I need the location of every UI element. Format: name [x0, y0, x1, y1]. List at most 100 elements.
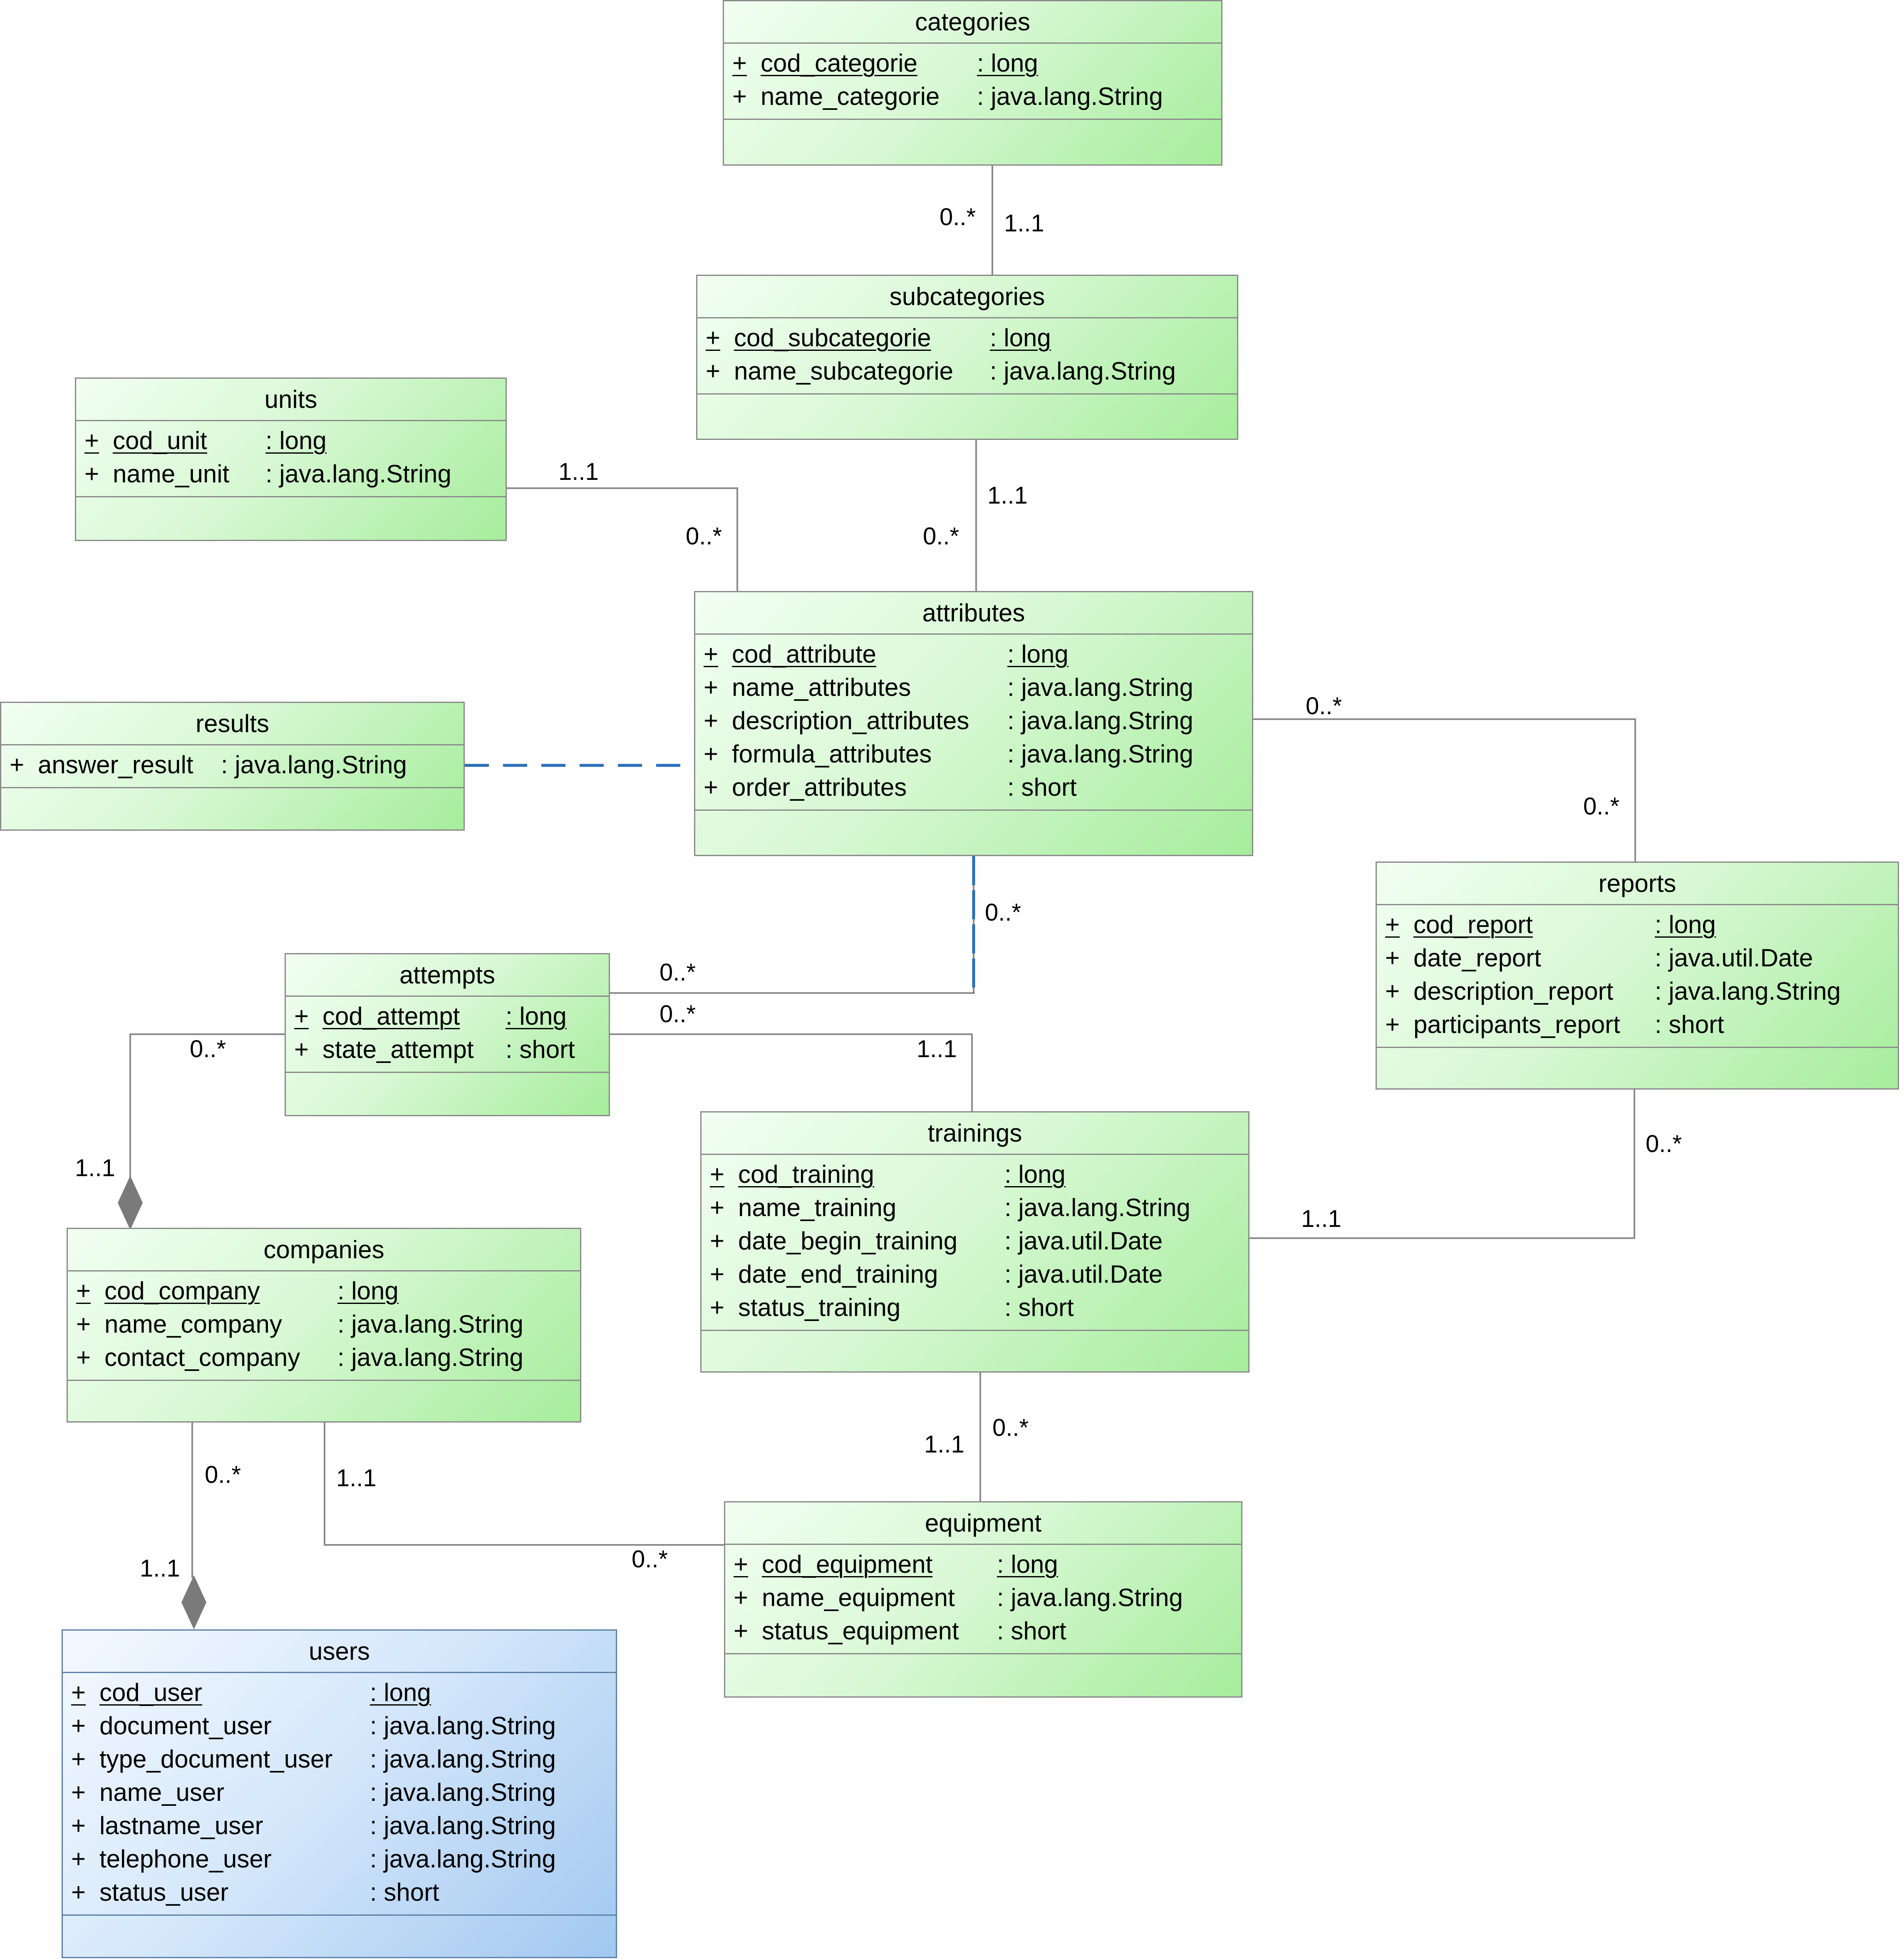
attribute-row: +description_report: java.lang.String [1385, 977, 1841, 1005]
class-companies[interactable]: companies +cod_company: long +name_compa… [67, 1228, 581, 1423]
attribute-row: +name_attributes: java.lang.String [704, 673, 1193, 701]
attribute-row: +name_categorie: java.lang.String [732, 82, 1163, 110]
attribute-row: +telephone_user: java.lang.String [71, 1845, 556, 1873]
class-title: attempts [286, 954, 609, 997]
attribute-list: +cod_equipment: long +name_equipment: ja… [725, 1545, 1241, 1654]
attribute-row: +cod_unit: long [84, 426, 327, 454]
multiplicity-label: 1..1 [336, 1465, 377, 1492]
attribute-row: +date_begin_training: java.util.Date [710, 1227, 1163, 1255]
attribute-row: +cod_training: long [710, 1160, 1066, 1188]
multiplicity-label: 0..* [659, 1001, 696, 1028]
attribute-row: +answer_result: java.lang.String [10, 750, 407, 779]
multiplicity-label: 1..1 [75, 1155, 115, 1182]
multiplicity-label: 0..* [1646, 1130, 1682, 1157]
attribute-row: +cod_user: long [71, 1678, 431, 1706]
line-reports-trainings [1250, 1090, 1635, 1239]
multiplicity-label: 1..1 [987, 482, 1028, 509]
attribute-row: +state_attempt: short [294, 1035, 575, 1063]
multiplicity-label: 0..* [1583, 793, 1620, 820]
class-title: results [1, 703, 464, 745]
attribute-row: +lastname_user: java.lang.String [71, 1811, 556, 1840]
multiplicity-label: 0..* [923, 523, 959, 550]
line-companies-users [191, 1423, 195, 1602]
composition-diamond-users [181, 1575, 206, 1629]
class-title: subcategories [697, 276, 1237, 318]
multiplicity-label: 0..* [992, 1414, 1029, 1441]
attribute-row: +name_user: java.lang.String [71, 1778, 556, 1806]
multiplicity-label: 1..1 [1004, 210, 1044, 237]
class-reports[interactable]: reports +cod_report: long +date_report: … [1376, 862, 1899, 1090]
class-users[interactable]: users +cod_user: long +document_user: ja… [62, 1629, 617, 1958]
class-title: companies [68, 1229, 580, 1271]
attribute-list: +cod_categorie: long +name_categorie: ja… [724, 44, 1221, 120]
line-attempts-companies [129, 1033, 285, 1186]
attribute-list: +cod_subcategorie: long +name_subcategor… [697, 318, 1237, 395]
line-attributes-reports [1253, 718, 1636, 862]
class-title: equipment [725, 1502, 1241, 1545]
multiplicity-label: 0..* [985, 899, 1021, 926]
line-units-attributes [507, 487, 738, 591]
attribute-row: +name_unit: java.lang.String [84, 459, 451, 488]
attribute-list: +cod_unit: long +name_unit: java.lang.St… [76, 421, 506, 497]
attribute-row: +status_training: short [710, 1293, 1074, 1321]
multiplicity-label: 1..1 [558, 458, 599, 485]
attribute-row: +name_subcategorie: java.lang.String [706, 357, 1176, 385]
attribute-row: +cod_equipment: long [734, 1550, 1058, 1578]
attribute-row: +cod_report: long [1385, 910, 1716, 939]
attribute-list: +cod_training: long +name_training: java… [702, 1155, 1248, 1331]
attribute-list: +cod_report: long +date_report: java.uti… [1377, 905, 1898, 1048]
multiplicity-label: 0..* [659, 959, 696, 986]
class-title: trainings [702, 1112, 1248, 1155]
attribute-row: +cod_categorie: long [732, 49, 1038, 77]
attribute-list: +answer_result: java.lang.String [1, 745, 464, 788]
multiplicity-label: 1..1 [140, 1555, 180, 1582]
attribute-row: +document_user: java.lang.String [71, 1711, 556, 1740]
attribute-list: +cod_attribute: long +name_attributes: j… [695, 635, 1252, 811]
attribute-row: +cod_attribute: long [704, 640, 1069, 668]
attribute-row: +date_end_training: java.util.Date [710, 1260, 1163, 1288]
class-title: reports [1377, 863, 1898, 905]
attribute-row: +name_company: java.lang.String [76, 1310, 523, 1338]
multiplicity-label: 1..1 [917, 1035, 957, 1063]
attribute-row: +name_equipment: java.lang.String [734, 1583, 1183, 1611]
composition-diamond-companies [118, 1176, 143, 1230]
class-title: attributes [695, 592, 1252, 635]
line-attempts-trainings [610, 1033, 973, 1111]
attribute-row: +contact_company: java.lang.String [76, 1343, 523, 1371]
class-results[interactable]: results +answer_result: java.lang.String [0, 702, 465, 831]
attribute-row: +type_document_user: java.lang.String [71, 1745, 556, 1773]
multiplicity-label: 0..* [190, 1035, 226, 1063]
attribute-list: +cod_attempt: long +state_attempt: short [286, 997, 609, 1073]
attribute-row: +description_attributes: java.lang.Strin… [704, 706, 1193, 735]
class-title: units [76, 379, 506, 421]
attribute-row: +cod_subcategorie: long [706, 323, 1051, 352]
attribute-row: +formula_attributes: java.lang.String [704, 740, 1193, 768]
class-subcategories[interactable]: subcategories +cod_subcategorie: long +n… [696, 275, 1238, 440]
multiplicity-label: 0..* [632, 1546, 668, 1573]
attribute-row: +status_equipment: short [734, 1616, 1066, 1645]
attribute-row: +cod_attempt: long [294, 1002, 567, 1030]
attribute-row: +status_user: short [71, 1878, 439, 1906]
multiplicity-label: 1..1 [924, 1431, 964, 1458]
class-attempts[interactable]: attempts +cod_attempt: long +state_attem… [285, 953, 610, 1116]
class-title: users [63, 1631, 616, 1673]
multiplicity-label: 0..* [205, 1461, 241, 1488]
multiplicity-label: 0..* [940, 204, 976, 231]
line-companies-equipment [324, 1423, 724, 1546]
class-categories[interactable]: categories +cod_categorie: long +name_ca… [723, 0, 1222, 166]
class-equipment[interactable]: equipment +cod_equipment: long +name_equ… [724, 1501, 1242, 1698]
multiplicity-label: 0..* [686, 523, 722, 550]
attribute-list: +cod_company: long +name_company: java.l… [68, 1271, 580, 1381]
multiplicity-label: 0..* [1306, 693, 1342, 720]
attribute-row: +participants_report: short [1385, 1010, 1724, 1038]
class-title: categories [724, 1, 1221, 44]
attribute-row: +date_report: java.util.Date [1385, 943, 1813, 972]
attribute-row: +order_attributes: short [704, 773, 1077, 801]
attribute-row: +cod_company: long [76, 1276, 399, 1305]
attribute-row: +name_training: java.lang.String [710, 1193, 1190, 1222]
attribute-list: +cod_user: long +document_user: java.lan… [63, 1673, 616, 1916]
class-trainings[interactable]: trainings +cod_training: long +name_trai… [700, 1111, 1250, 1373]
class-attributes[interactable]: attributes +cod_attribute: long +name_at… [694, 591, 1253, 856]
class-units[interactable]: units +cod_unit: long +name_unit: java.l… [75, 377, 507, 541]
